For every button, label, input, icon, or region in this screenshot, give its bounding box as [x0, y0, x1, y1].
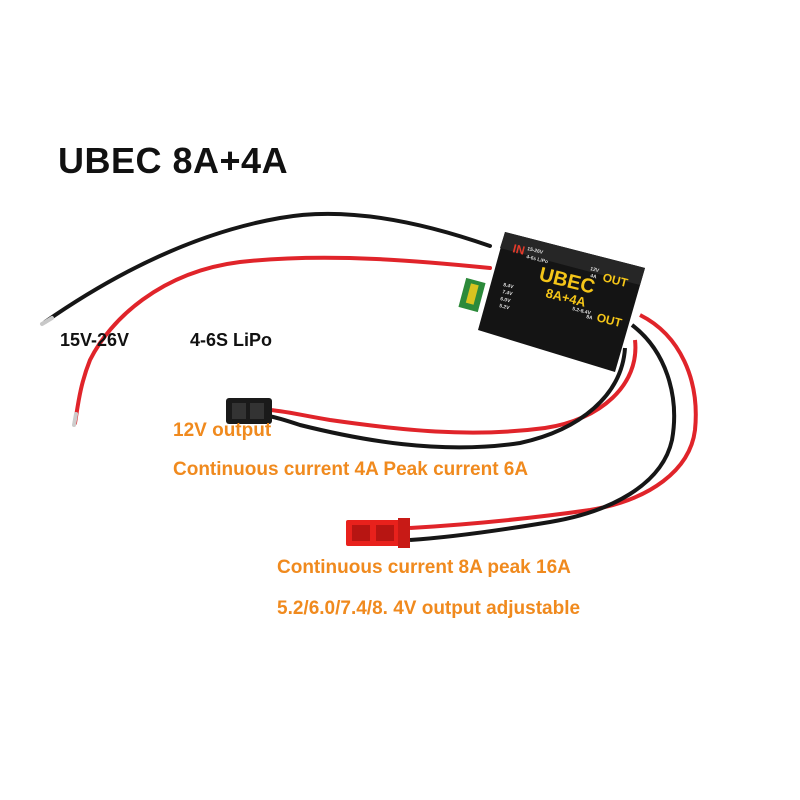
- ubec-module: IN 15-26V 4-6s LiPo UBEC 8A+4A 12V 4A OU…: [458, 232, 645, 372]
- input-red-wire-tip: [72, 412, 78, 427]
- output-12v-spec: Continuous current 4A Peak current 6A: [173, 459, 529, 480]
- output-12v-title: 12V output: [173, 420, 272, 441]
- input-black-wire: [43, 211, 492, 324]
- out2-red-wire: [409, 313, 698, 530]
- module-out1-spec-2: 4A: [590, 273, 598, 280]
- out12-connector: [226, 398, 272, 424]
- module-out1-spec-1: 12V: [590, 266, 601, 274]
- product-title: UBEC 8A+4A: [58, 140, 289, 181]
- module-jumper-3: 6.0V: [500, 296, 512, 304]
- input-voltage-label: 15V-26V: [60, 330, 130, 350]
- module-out1-label: OUT: [601, 270, 630, 290]
- out2-connector: [346, 518, 410, 548]
- input-battery-label: 4-6S LiPo: [190, 330, 273, 350]
- input-red-wire: [73, 255, 492, 425]
- module-in-label: IN: [511, 241, 526, 257]
- module-out2-label: OUT: [595, 310, 624, 330]
- module-out2-spec-2: 8A: [586, 314, 594, 321]
- output-adjustable-spec: Continuous current 8A peak 16A: [277, 557, 571, 578]
- module-in-spec-1: 15-26V: [527, 246, 545, 256]
- input-black-wire-tip: [40, 316, 54, 326]
- output-adjustable-range: 5.2/6.0/7.4/8. 4V output adjustable: [277, 598, 581, 619]
- module-jumper-1: 8.4V: [503, 282, 515, 290]
- module-jumper-4: 5.2V: [499, 303, 511, 311]
- module-out2-spec-1: 5.2-8.4V: [572, 306, 592, 317]
- module-in-spec-2: 4-6s LiPo: [526, 254, 549, 265]
- out12-black-wire: [267, 347, 627, 450]
- module-jumper-2: 7.4V: [502, 289, 514, 297]
- out12-red-wire: [267, 339, 638, 435]
- out2-black-wire: [409, 323, 677, 542]
